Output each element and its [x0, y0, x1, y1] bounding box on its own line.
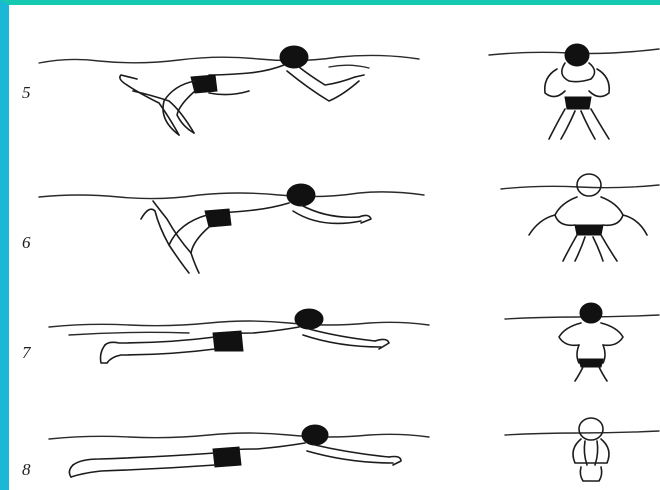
breaststroke-kick-front-view-icon — [489, 44, 659, 139]
breaststroke-streamline-side-view-icon — [49, 425, 429, 477]
breaststroke-arms-front-view-icon — [501, 174, 659, 261]
breaststroke-kick-side-view-icon — [39, 184, 424, 273]
breaststroke-streamline-front-view-icon — [505, 418, 659, 481]
breaststroke-extend-side-view-icon — [49, 309, 429, 363]
breaststroke-glide-side-view-icon — [39, 46, 419, 135]
swimming-figures — [9, 5, 660, 490]
breaststroke-recovery-front-view-icon — [505, 303, 659, 381]
